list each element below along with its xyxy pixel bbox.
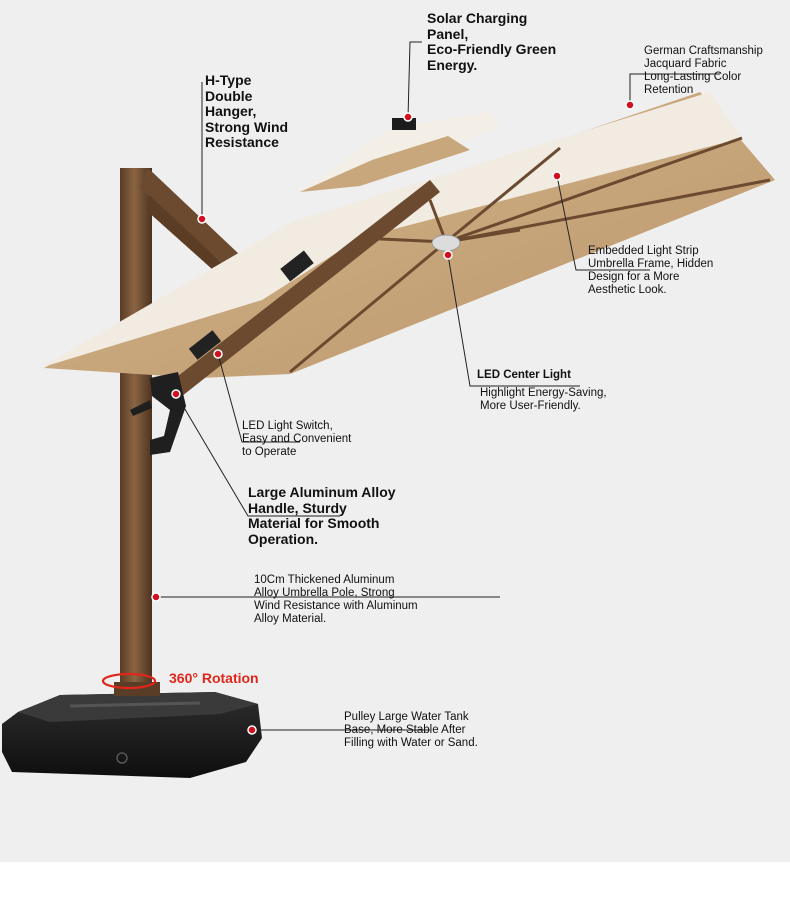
rotation-callout: 360° Rotation [169, 670, 259, 686]
umbrella-illustration [2, 41, 775, 778]
canopy-ribs [289, 136, 771, 374]
main-arm [160, 180, 440, 404]
water-tank-base [2, 692, 262, 778]
hanger-callout: H-Type Double Hanger, Strong Wind Resist… [205, 72, 289, 150]
fabric-callout: German Craftsmanship Jacquard Fabric Lon… [644, 45, 763, 96]
center-light-callout-desc: Highlight Energy-Saving, More User-Frien… [480, 387, 607, 412]
handle-callout: Large Aluminum Alloy Handle, Sturdy Mate… [248, 484, 396, 547]
callout-leader-lines [156, 41, 720, 731]
canopy-top [40, 92, 742, 368]
led-center-light [431, 234, 461, 252]
center-light-callout-title: LED Center Light [477, 369, 571, 381]
pole-callout: 10Cm Thickened Aluminum Alloy Umbrella P… [254, 574, 418, 625]
callout-markers [151, 100, 635, 735]
light-strip-callout: Embedded Light Strip Umbrella Frame, Hid… [588, 245, 714, 296]
solar-panel [392, 118, 416, 130]
product-feature-diagram: Solar Charging Panel, Eco-Friendly Green… [0, 0, 790, 862]
solar-panel-callout: Solar Charging Panel, Eco-Friendly Green… [427, 10, 557, 73]
base-callout: Pulley Large Water Tank Base, More Stabl… [344, 711, 478, 749]
light-switch-callout: LED Light Switch, Easy and Convenient to… [242, 420, 352, 458]
h-type-hanger [140, 168, 240, 278]
umbrella-pole [101, 168, 160, 696]
